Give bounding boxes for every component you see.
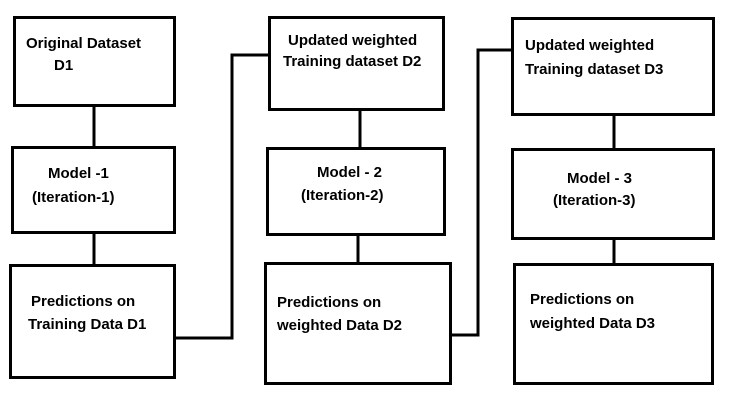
model-1-label-line1: Model -1 xyxy=(48,165,109,182)
connector-predictions-2-to-updated-3 xyxy=(450,48,513,337)
model-2-label-line2: (Iteration-2) xyxy=(301,187,384,204)
updated-dataset-2-box xyxy=(268,16,445,111)
predictions-1-label-line1: Predictions on xyxy=(31,293,136,310)
original-dataset-box xyxy=(13,16,176,107)
model-2-label-line1: Model - 2 xyxy=(317,164,383,181)
model-3-box xyxy=(511,148,715,240)
model-1-label-line2: (Iteration-1) xyxy=(32,189,115,206)
original-dataset-label-line2: D1 xyxy=(54,57,74,74)
model-1-box xyxy=(11,146,176,234)
original-dataset-label-line1: Original Dataset xyxy=(26,35,142,52)
model-2-box xyxy=(266,147,446,236)
predictions-3-box xyxy=(513,263,714,385)
predictions-3-label-line2: weighted Data D3 xyxy=(530,315,656,332)
model-3-label-line2: (Iteration-3) xyxy=(553,192,636,209)
predictions-1-label-line2: Training Data D1 xyxy=(28,316,147,333)
predictions-2-label-line2: weighted Data D2 xyxy=(277,317,403,334)
predictions-2-label-line1: Predictions on xyxy=(277,294,382,311)
updated-dataset-2-label-line2: Training dataset D2 xyxy=(283,53,422,70)
connector-predictions-1-to-updated-2 xyxy=(174,53,270,340)
model-3-label-line1: Model - 3 xyxy=(567,170,633,187)
predictions-1-box xyxy=(9,264,176,379)
predictions-3-label-line1: Predictions on xyxy=(530,291,635,308)
updated-dataset-3-label-line2: Training dataset D3 xyxy=(525,61,664,78)
updated-dataset-3-label-line1: Updated weighted xyxy=(525,37,655,54)
predictions-2-box xyxy=(264,262,452,385)
updated-dataset-3-box xyxy=(511,17,715,116)
updated-dataset-2-label-line1: Updated weighted xyxy=(288,32,418,49)
